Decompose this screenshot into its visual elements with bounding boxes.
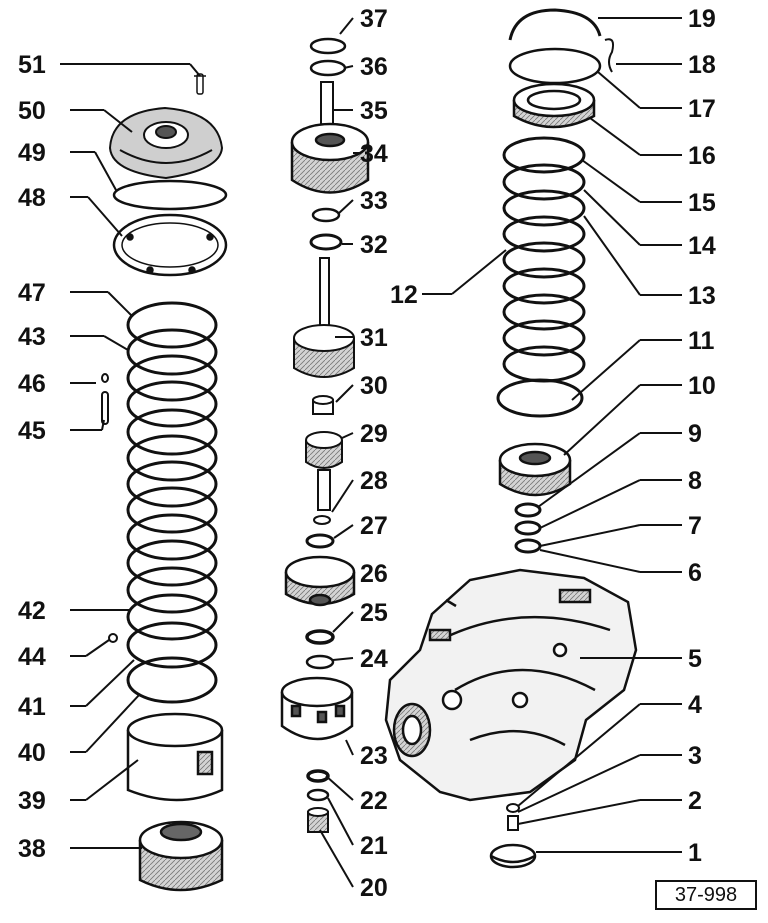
part-shaft-gear-31 xyxy=(293,257,355,378)
callout-34: 34 xyxy=(360,140,388,168)
callout-25: 25 xyxy=(360,599,388,627)
callout-8: 8 xyxy=(688,467,702,495)
part-ring-7 xyxy=(514,520,542,536)
callout-27: 27 xyxy=(360,512,388,540)
callout-15: 15 xyxy=(688,189,716,217)
part-ring-8 xyxy=(514,502,542,518)
callout-10: 10 xyxy=(688,372,716,400)
part-pin-45-46 xyxy=(101,373,109,425)
callout-31: 31 xyxy=(360,324,388,352)
part-plate-48 xyxy=(112,213,228,277)
callout-32: 32 xyxy=(360,231,388,259)
callout-14: 14 xyxy=(688,232,716,260)
callout-48: 48 xyxy=(18,184,46,212)
part-ring-25 xyxy=(305,629,335,645)
callout-4: 4 xyxy=(688,691,702,719)
callout-29: 29 xyxy=(360,420,388,448)
part-ring-27 xyxy=(305,533,335,549)
part-cover-50 xyxy=(108,106,224,180)
callout-50: 50 xyxy=(18,97,46,125)
callout-40: 40 xyxy=(18,739,46,767)
part-ring-37 xyxy=(309,37,347,55)
part-ring-22 xyxy=(306,769,330,783)
part-ring-24 xyxy=(305,654,335,670)
callout-33: 33 xyxy=(360,187,388,215)
callout-11: 11 xyxy=(688,327,715,355)
callout-44: 44 xyxy=(18,643,46,671)
callout-51: 51 xyxy=(18,51,46,79)
callout-7: 7 xyxy=(688,512,702,540)
callout-35: 35 xyxy=(360,97,388,125)
callout-22: 22 xyxy=(360,787,388,815)
part-ring-17 xyxy=(508,47,602,85)
callout-16: 16 xyxy=(688,142,716,170)
callout-1: 1 xyxy=(688,839,702,867)
part-gear-shaft-29 xyxy=(305,431,343,511)
callout-45: 45 xyxy=(18,417,46,445)
part-drum-gear-26 xyxy=(284,555,356,607)
callout-2: 2 xyxy=(688,787,702,815)
callout-18: 18 xyxy=(688,51,716,79)
part-carrier-23 xyxy=(280,676,354,741)
reference-code-box: 37-998 xyxy=(655,880,757,910)
part-ring-32 xyxy=(309,233,343,251)
callout-43: 43 xyxy=(18,323,46,351)
part-clutch-plate-stack-right xyxy=(496,136,586,418)
callout-19: 19 xyxy=(688,5,716,33)
leader-lines xyxy=(60,17,682,888)
part-bearing-16 xyxy=(512,82,596,129)
part-snap-ring-19 xyxy=(508,8,602,41)
part-clutch-plate-stack-left xyxy=(126,301,218,704)
callout-46: 46 xyxy=(18,370,46,398)
callout-41: 41 xyxy=(18,693,46,721)
callout-28: 28 xyxy=(360,467,388,495)
part-ring-21 xyxy=(306,788,330,802)
callout-21: 21 xyxy=(360,832,388,860)
part-screw-51 xyxy=(194,73,206,95)
callout-39: 39 xyxy=(18,787,46,815)
part-drum-39 xyxy=(126,712,224,802)
part-cap-1 xyxy=(489,843,537,869)
callout-49: 49 xyxy=(18,139,46,167)
part-hub-10 xyxy=(498,442,572,497)
callout-26: 26 xyxy=(360,560,388,588)
callout-17: 17 xyxy=(688,95,716,123)
part-ring-49 xyxy=(112,179,228,211)
callout-9: 9 xyxy=(688,420,702,448)
callout-24: 24 xyxy=(360,645,388,673)
part-gear-34 xyxy=(290,122,370,194)
callout-36: 36 xyxy=(360,53,388,81)
part-housing-5 xyxy=(384,568,638,802)
part-washer-3 xyxy=(506,803,520,813)
part-ring-6 xyxy=(514,538,542,554)
callout-20: 20 xyxy=(360,874,388,902)
part-bushing-20 xyxy=(307,807,329,833)
part-clip-18 xyxy=(604,38,615,73)
callout-30: 30 xyxy=(360,372,388,400)
callout-12: 12 xyxy=(390,281,418,309)
part-ball-44 xyxy=(108,633,118,643)
callout-37: 37 xyxy=(360,5,388,33)
part-hub-38 xyxy=(138,820,224,892)
part-ring-33 xyxy=(311,207,341,223)
callout-6: 6 xyxy=(688,559,702,587)
callout-numbers: 37 36 35 34 33 32 31 30 29 28 27 26 25 2… xyxy=(18,5,716,902)
callout-5: 5 xyxy=(688,645,702,673)
part-ring-36 xyxy=(309,59,347,77)
part-bolt-2 xyxy=(507,815,519,831)
callout-47: 47 xyxy=(18,279,46,307)
callout-42: 42 xyxy=(18,597,46,625)
callout-3: 3 xyxy=(688,742,702,770)
callout-13: 13 xyxy=(688,282,716,310)
callout-38: 38 xyxy=(18,835,46,863)
part-bushing-30 xyxy=(312,395,334,415)
part-ring-28 xyxy=(313,515,331,525)
callout-23: 23 xyxy=(360,742,388,770)
